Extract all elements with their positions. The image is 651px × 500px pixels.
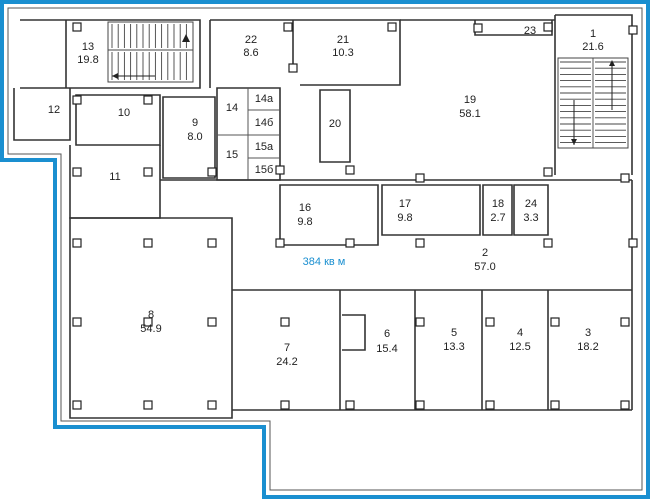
column-marker [280, 400, 290, 410]
room-19-area: 58.1 [459, 108, 480, 120]
column-marker [485, 317, 495, 327]
column-marker [72, 317, 82, 327]
room-2-area: 57.0 [474, 261, 495, 273]
column-marker [72, 400, 82, 410]
room-10-number: 10 [118, 107, 130, 119]
column-marker [543, 22, 553, 32]
column-marker [143, 400, 153, 410]
staircase-right [557, 57, 629, 149]
room-21-number: 21 [337, 34, 349, 46]
room-1-number: 1 [590, 28, 596, 40]
column-marker [280, 317, 290, 327]
staircase-left [107, 21, 194, 83]
room-15a-number: 15а [255, 141, 274, 153]
room-6-area: 15.4 [376, 343, 397, 355]
column-marker [415, 238, 425, 248]
room-1-area: 21.6 [582, 41, 603, 53]
column-marker [143, 95, 153, 105]
column-marker [143, 167, 153, 177]
room-5-area: 13.3 [443, 341, 464, 353]
column-marker [207, 317, 217, 327]
room-2-number: 2 [482, 247, 488, 259]
column-marker [415, 317, 425, 327]
column-marker [628, 25, 638, 35]
column-marker [620, 317, 630, 327]
column-marker [283, 22, 293, 32]
column-marker [473, 23, 483, 33]
room-8-area: 54.9 [140, 323, 161, 335]
room-11-number: 11 [109, 171, 120, 183]
room-13-area: 19.8 [77, 54, 98, 66]
room-12-number: 12 [48, 104, 60, 116]
column-marker [550, 317, 560, 327]
column-marker [620, 400, 630, 410]
room-3-area: 18.2 [577, 341, 598, 353]
room-14b-number: 14б [255, 117, 274, 129]
column-marker [275, 238, 285, 248]
room-labels: 1 21.6 2 57.0 3 18.2 4 12.5 5 13.3 6 15.… [48, 25, 604, 368]
column-marker [543, 167, 553, 177]
column-marker [143, 238, 153, 248]
column-marker [620, 173, 630, 183]
walls [13, 14, 633, 419]
column-marker [72, 95, 82, 105]
column-marker [72, 167, 82, 177]
column-marker [345, 238, 355, 248]
column-marker [207, 167, 217, 177]
column-marker [345, 400, 355, 410]
column-marker [275, 165, 285, 175]
column-marker [207, 238, 217, 248]
room-18-number: 18 [492, 198, 504, 210]
room-21-area: 10.3 [332, 47, 353, 59]
column-marker [387, 22, 397, 32]
inner-outline [7, 7, 643, 491]
column-marker [143, 317, 153, 327]
total-area-label: 384 кв м [303, 256, 346, 268]
columns [72, 22, 638, 410]
column-marker [345, 165, 355, 175]
room-17-number: 17 [399, 198, 411, 210]
room-5-number: 5 [451, 327, 457, 339]
column-marker [72, 238, 82, 248]
room-23-number: 23 [524, 25, 536, 37]
column-marker [550, 400, 560, 410]
room-15-number: 15 [226, 149, 238, 161]
column-marker [628, 238, 638, 248]
room-15b-number: 15б [255, 164, 274, 176]
room-8-number: 8 [148, 309, 154, 321]
column-marker [543, 238, 553, 248]
room-17-area: 9.8 [397, 212, 412, 224]
room-16-area: 9.8 [297, 216, 312, 228]
room-3-number: 3 [585, 327, 591, 339]
room-14-number: 14 [226, 102, 238, 114]
column-marker [288, 63, 298, 73]
room-20-number: 20 [329, 118, 341, 130]
room-6-number: 6 [384, 328, 390, 340]
column-marker [415, 400, 425, 410]
column-marker [485, 400, 495, 410]
room-24-number: 24 [525, 198, 537, 210]
column-marker [415, 173, 425, 183]
room-14a-number: 14а [255, 93, 274, 105]
room-24-area: 3.3 [523, 212, 538, 224]
room-7-area: 24.2 [276, 356, 297, 368]
column-marker [72, 22, 82, 32]
room-4-area: 12.5 [509, 341, 530, 353]
column-marker [207, 400, 217, 410]
room-7-number: 7 [284, 342, 290, 354]
room-13-number: 13 [82, 41, 94, 53]
room-9-area: 8.0 [187, 131, 202, 143]
room-4-number: 4 [517, 327, 523, 339]
room-9-number: 9 [192, 117, 198, 129]
room-22-area: 8.6 [243, 47, 258, 59]
room-22-number: 22 [245, 34, 257, 46]
room-16-number: 16 [299, 202, 311, 214]
room-19-number: 19 [464, 94, 476, 106]
room-18-area: 2.7 [490, 212, 505, 224]
